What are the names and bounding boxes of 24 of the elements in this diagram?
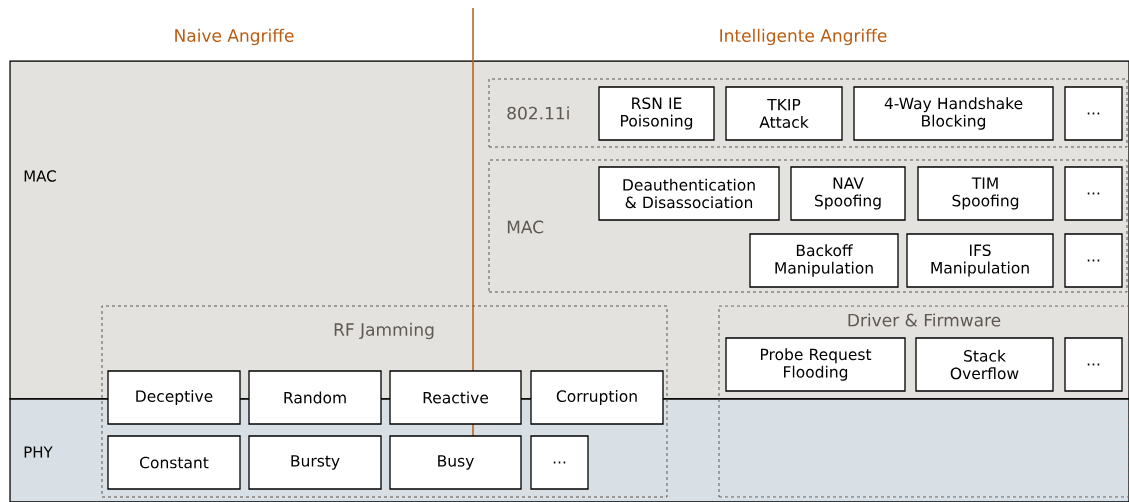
column-heading: Naive Angriffe	[175, 28, 294, 46]
attack-box: Busy	[389, 435, 522, 490]
attack-box: Deceptive	[107, 370, 241, 425]
attack-box: ...	[1064, 86, 1123, 141]
attack-box: Stack Overflow	[915, 337, 1054, 392]
attack-box: TKIP Attack	[725, 86, 843, 141]
attack-box: Corruption	[530, 370, 664, 425]
attack-box: Reactive	[389, 370, 522, 425]
attack-box: NAV Spoofing	[790, 166, 906, 221]
attack-box: ...	[1064, 337, 1123, 392]
column-heading: Intelligente Angriffe	[720, 28, 887, 46]
attack-box: Bursty	[248, 435, 382, 490]
attack-box: IFS Manipulation	[906, 233, 1054, 288]
attack-box: RSN IE Poisoning	[598, 86, 715, 141]
attack-box: Deauthentication & Disassociation	[598, 166, 780, 221]
attack-box: 4-Way Handshake Blocking	[853, 86, 1054, 141]
attack-box: Constant	[107, 435, 241, 490]
attack-box: Probe Request Flooding	[725, 337, 906, 392]
attack-box: TIM Spoofing	[917, 166, 1054, 221]
attack-box: Random	[248, 370, 382, 425]
attack-box: ...	[1064, 233, 1123, 288]
attack-box: ...	[530, 435, 589, 490]
attack-box: Backoff Manipulation	[749, 233, 899, 288]
attack-box: ...	[1064, 166, 1123, 221]
